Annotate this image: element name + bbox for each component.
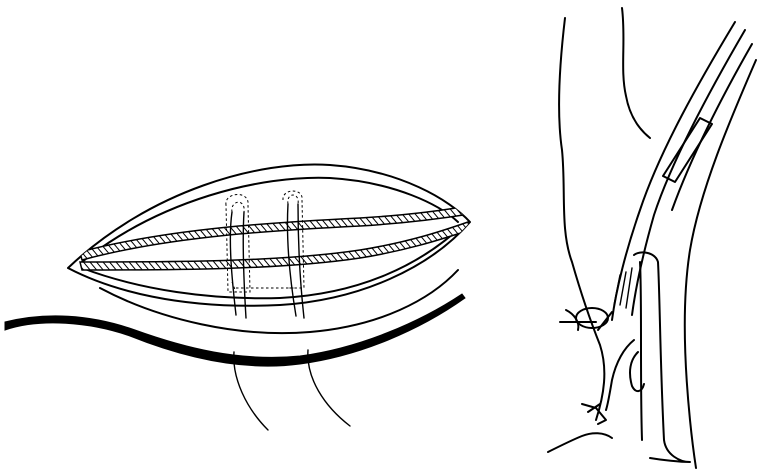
flap-strip-middle xyxy=(632,30,745,315)
buried-suture-left-box xyxy=(226,194,250,292)
flap-strip-inner xyxy=(672,44,752,210)
right-panel xyxy=(548,8,756,468)
suture-tail-bottom xyxy=(548,433,612,452)
wound-outer-edge xyxy=(68,164,470,305)
tissue-stub-inner xyxy=(640,262,642,440)
suture-knot-upper xyxy=(560,308,612,330)
left-panel xyxy=(5,164,470,430)
tissue-contour-inner xyxy=(622,8,650,138)
wound-deep-contour xyxy=(100,270,458,333)
fringe-lines xyxy=(614,268,632,308)
suture-hook-lower xyxy=(582,340,644,424)
buried-suture-right-box xyxy=(283,191,304,288)
tissue-contour-left xyxy=(559,18,604,420)
